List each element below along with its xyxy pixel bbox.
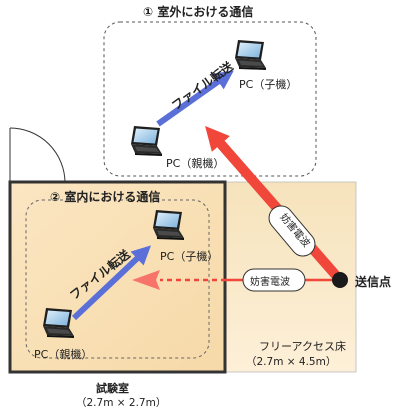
indoor-region [25,199,210,359]
floor-label: フリーアクセス床 [259,340,347,353]
indoor-pc-parent-label: PC（親機） [34,348,93,361]
transmitter-label: 送信点 [355,275,392,289]
outdoor-transfer-arrow [156,70,234,127]
outdoor-pc-child-label: PC（子機） [239,78,298,91]
laptop-icon [43,308,74,338]
indoor-title: ② 室内における通信 [50,190,161,204]
laptop-icon [131,126,162,156]
door-swing-arc [9,127,66,184]
jamming-horizontal-head [132,270,160,290]
jamming-horizontal-label: 妨害電波 [250,277,290,288]
outdoor-pc-parent-label: PC（親機） [166,157,225,170]
indoor-transfer-arrow [71,245,151,321]
indoor-pc-child-label: PC（子機） [160,250,219,263]
transmitter-dot-icon [332,272,348,288]
test-room-size: （2.7m × 2.7m） [76,397,167,409]
outdoor-title: ① 室外における通信 [143,5,254,19]
test-room-label: 試験室 [96,382,129,395]
floor-size: （2.7m × 4.5m） [246,356,337,368]
laptop-icon [153,210,184,240]
jamming-diagonal-label-box [268,205,316,257]
laptop-icon [235,40,266,70]
jamming-horizontal-label-box [242,268,306,292]
